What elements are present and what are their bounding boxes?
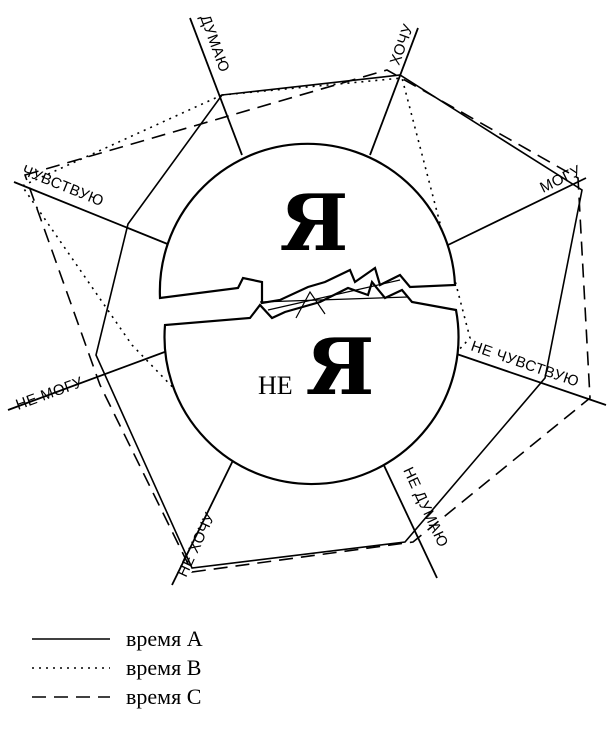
legend-label-time-b: время B — [126, 655, 201, 680]
profile-time-a — [95, 74, 583, 569]
axis-label-chuvstvuyu: ЧУВСТВУЮ — [20, 162, 107, 210]
self-circle-bottom-half — [163, 279, 460, 486]
axis-label-dumayu: ДУМАЮ — [196, 13, 233, 75]
axis-line-ne-chuvstvuyu — [444, 349, 607, 406]
legend: время A время B время C — [32, 626, 203, 709]
axis-label-ne-dumayu: НЕ ДУМАЮ — [399, 465, 451, 551]
axis-line-chuvstvuyu — [13, 181, 171, 246]
axis-line-ne-mogu — [7, 349, 171, 411]
axis-line-dumayu — [189, 17, 243, 156]
center-label-ne-prefix: НЕ — [258, 371, 293, 400]
legend-label-time-c: время C — [126, 684, 201, 709]
center-label-self: Я — [280, 178, 349, 269]
legend-item-time-c: время C — [32, 684, 201, 709]
axis-line-khochu — [369, 27, 419, 156]
axis-line-mogu — [447, 177, 587, 246]
profile-time-c — [23, 69, 591, 573]
legend-item-time-a: время A — [32, 626, 203, 651]
legend-item-time-b: время B — [32, 655, 201, 680]
axis-label-mogu: МОГУ — [537, 162, 584, 196]
self-circle-crack-lines — [259, 279, 409, 319]
center-label-not-self: Я — [306, 322, 375, 413]
axis-line-ne-khochu — [171, 439, 244, 586]
axis-label-ne-mogu: НЕ МОГУ — [14, 374, 86, 414]
self-circle-top-half — [158, 142, 457, 305]
self-circle — [158, 142, 460, 486]
legend-label-time-a: время A — [126, 626, 203, 651]
axis-labels: ДУМАЮ ХОЧУ МОГУ НЕ ЧУВСТВУЮ НЕ ДУМАЮ НЕ … — [14, 13, 585, 580]
